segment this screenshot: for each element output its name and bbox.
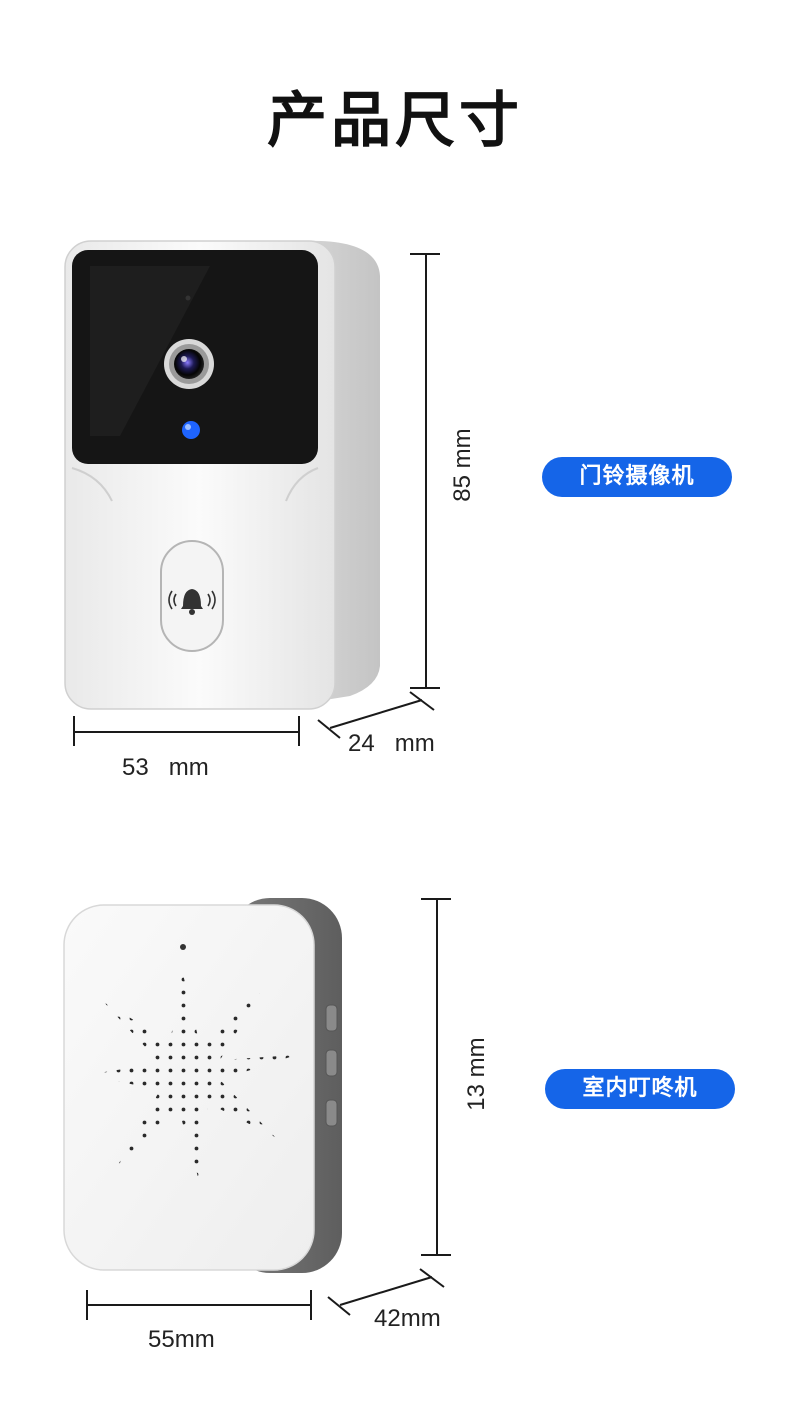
chime-depth-label: 42mm xyxy=(374,1305,441,1332)
doorbell-width-line xyxy=(73,731,300,733)
doorbell-depth-line xyxy=(312,690,442,750)
bell-icon xyxy=(168,589,216,615)
chime-height-label: 13 mm xyxy=(463,1037,490,1111)
doorbell-depth-label: 24 mm xyxy=(348,730,435,757)
page-title: 产品尺寸 xyxy=(267,86,523,156)
camera-lens-icon xyxy=(164,339,214,389)
doorbell-width-cap-left xyxy=(73,716,75,746)
chime-depth-line xyxy=(322,1265,452,1325)
doorbell-height-cap-top xyxy=(410,253,440,255)
led-indicator-icon xyxy=(182,421,200,439)
doorbell-height-line xyxy=(425,253,427,689)
chime-height-cap-bottom xyxy=(421,1254,451,1256)
chime-width-cap-right xyxy=(310,1290,312,1320)
chime-height-line xyxy=(436,898,438,1256)
indoor-chime-image xyxy=(60,895,360,1280)
doorbell-camera-label: 门铃摄像机 xyxy=(542,457,732,497)
chime-height-cap-top xyxy=(421,898,451,900)
doorbell-width-label: 53 mm xyxy=(122,754,209,781)
indoor-chime-label: 室内叮咚机 xyxy=(545,1069,735,1109)
chime-width-cap-left xyxy=(86,1290,88,1320)
doorbell-width-cap-right xyxy=(298,716,300,746)
chime-width-line xyxy=(86,1304,312,1306)
doorbell-camera-image xyxy=(60,236,390,716)
doorbell-height-label: 85 mm xyxy=(449,428,476,502)
chime-width-label: 55mm xyxy=(148,1326,215,1353)
doorbell-height-cap-bottom xyxy=(410,687,440,689)
